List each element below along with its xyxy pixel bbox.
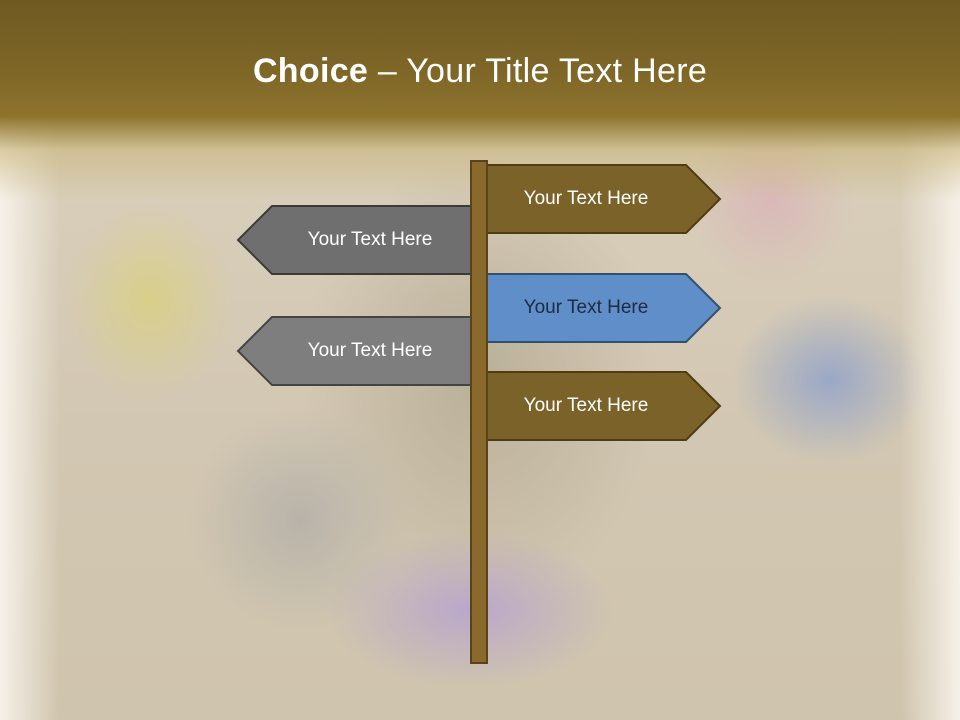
signpost-arrow-right-1[interactable]: Your Text Here: [486, 164, 722, 234]
sign-label-3: Your Text Here: [523, 297, 649, 318]
sign-label-4: Your Text Here: [307, 340, 433, 361]
signpost-arrow-right-3[interactable]: Your Text Here: [486, 371, 722, 441]
signpost-arrow-left-2[interactable]: Your Text Here: [236, 316, 472, 386]
sign-label-1: Your Text Here: [523, 188, 649, 209]
signpost-arrow-left-1[interactable]: Your Text Here: [236, 205, 472, 275]
signpost-arrow-right-2[interactable]: Your Text Here: [486, 273, 722, 343]
title-text: – Your Title Text Here: [368, 52, 708, 90]
slide-title[interactable]: Choice – Your Title Text Here: [0, 52, 960, 91]
sign-label-2: Your Text Here: [307, 229, 433, 250]
title-bold-word: Choice: [252, 52, 369, 90]
signpost-pole: [470, 160, 488, 664]
sign-label-5: Your Text Here: [523, 395, 649, 416]
